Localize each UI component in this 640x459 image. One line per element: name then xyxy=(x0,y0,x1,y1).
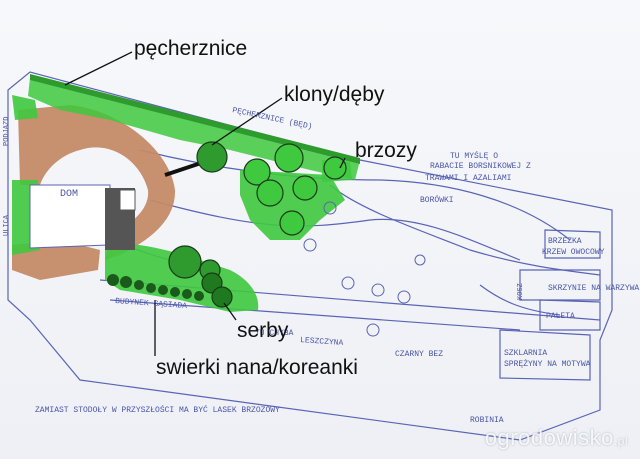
note-bez: CZARNY BEZ xyxy=(395,350,443,359)
note-krzew: KRZEW OWOCOWY xyxy=(542,248,605,257)
note-szklarnia: SZKLARNIA xyxy=(504,349,547,358)
note-zamiast: ZAMIAST STODOŁY W PRZYSZŁOŚCI MA BYĆ LAS… xyxy=(35,405,280,415)
label-swierki: swierki nana/koreanki xyxy=(156,356,358,379)
spruce-row xyxy=(107,274,204,301)
tree-1 xyxy=(243,158,271,186)
note-borowki: BORÓWKI xyxy=(420,195,454,205)
label-pecherznice: pęcherznice xyxy=(134,37,248,60)
tree-3 xyxy=(292,175,318,201)
tree-4 xyxy=(256,179,284,207)
note-kosz: KOSZ xyxy=(517,283,525,300)
watermark: ogrodowisko.pl xyxy=(485,425,628,451)
note-robinia: ROBINIA xyxy=(470,416,504,425)
watermark-suffix: .pl xyxy=(613,434,628,448)
note-skrzynie: SKRZYNIE NA WARZYWA xyxy=(548,284,639,293)
note-dom: DOM xyxy=(60,189,78,200)
note-podjazd: PODJAZD xyxy=(3,117,11,146)
label-serby: serby xyxy=(237,319,289,342)
note-paleta: PALETA xyxy=(546,312,575,321)
note-mysle: TU MYŚLĘ O xyxy=(450,151,498,161)
label-klony: klony/dęby xyxy=(284,83,385,106)
trees xyxy=(168,141,347,308)
tree-brzoza xyxy=(323,156,347,180)
house xyxy=(29,184,136,250)
note-leszczyna: LESZCZYNA xyxy=(300,336,344,348)
watermark-brand: ogrodowisko xyxy=(484,425,614,450)
tree-klon-2 xyxy=(168,245,202,279)
serb-3 xyxy=(211,286,233,308)
note-pecherznice: PĘCHERZNICE (BĘD) xyxy=(231,106,313,132)
note-sprezyny: SPRĘŻYNY NA MOTYWA xyxy=(504,360,591,369)
tree-klon-1 xyxy=(196,141,228,173)
tree-2 xyxy=(274,143,304,173)
note-ulica: ULICA xyxy=(3,214,11,236)
note-trawami: TRAWAMI I AZALIAMI xyxy=(425,174,511,183)
corner-hedge xyxy=(12,95,38,120)
future-trees xyxy=(303,201,426,337)
note-brzezka: BRZEZKA xyxy=(548,237,582,246)
label-brzozy: brzozy xyxy=(355,139,417,162)
label-leaders xyxy=(64,51,346,356)
pecherznice-strip xyxy=(30,74,360,164)
note-tu-chyba: TU CHYBA xyxy=(255,329,294,338)
note-rabata: RABACIE BORSNIKOWEJ Z xyxy=(430,162,531,171)
lawn-path-area xyxy=(18,105,176,260)
tree-5 xyxy=(279,210,305,236)
